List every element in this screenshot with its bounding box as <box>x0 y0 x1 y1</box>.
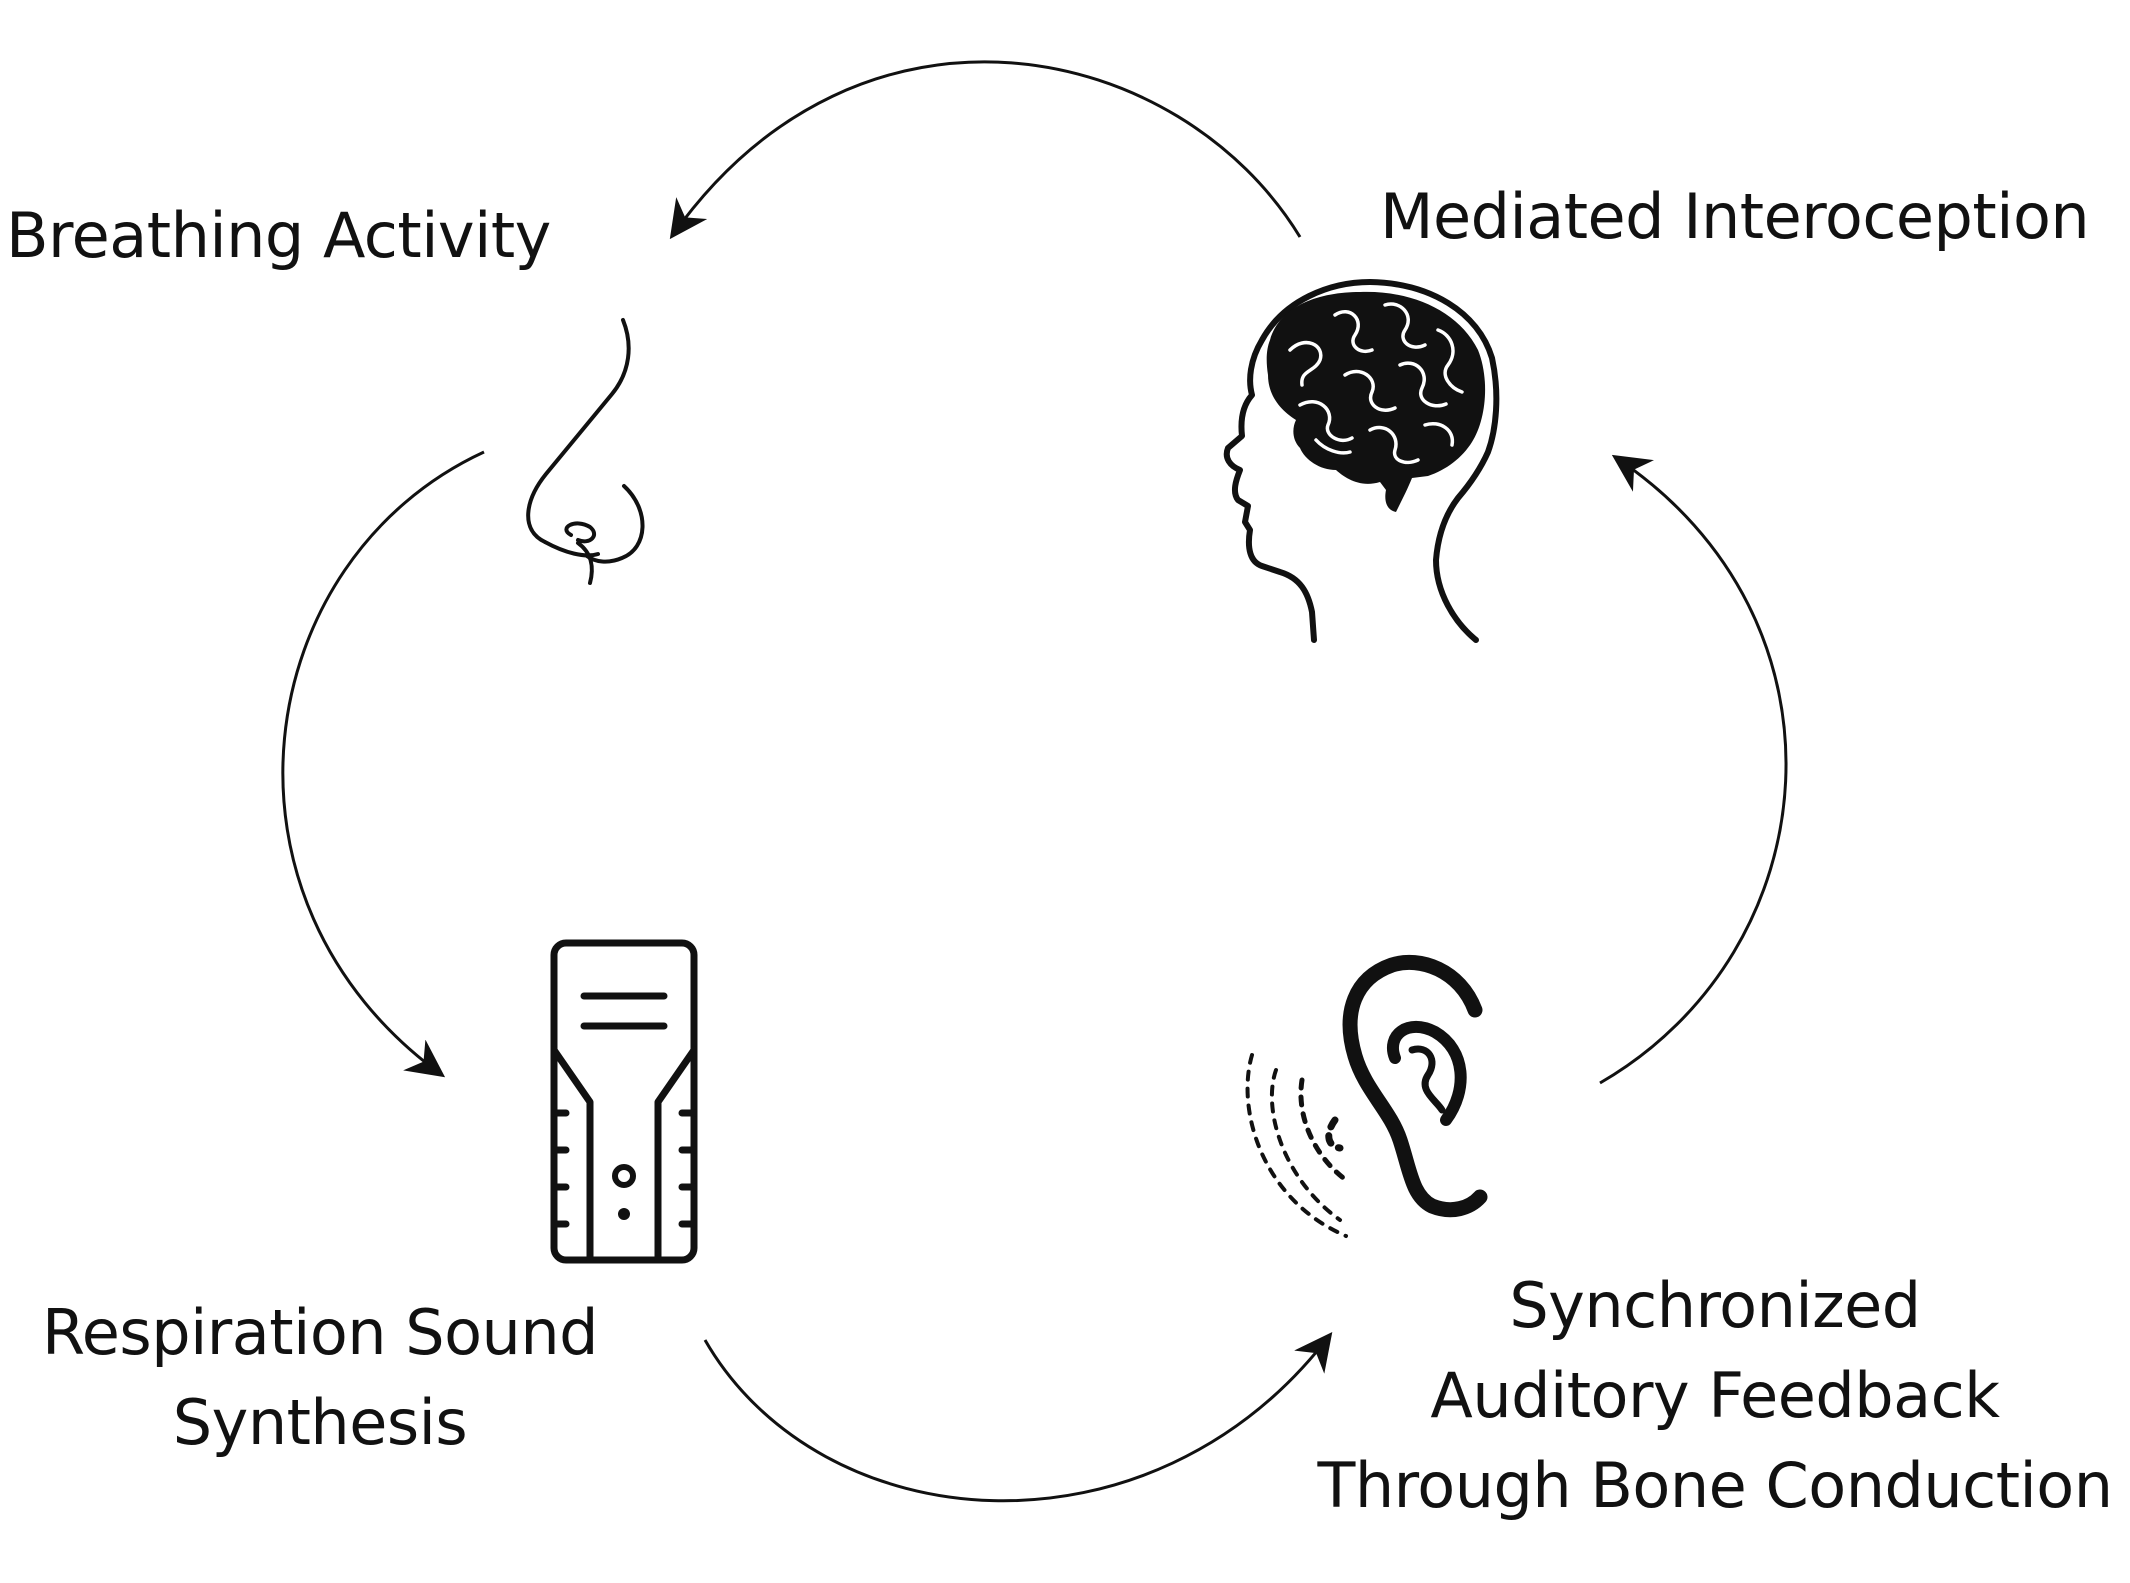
head-brain-icon <box>1223 279 1500 643</box>
label-synchronized-auditory-feedback: Synchronized Auditory Feedback Through B… <box>1300 1261 2130 1531</box>
arrow-breathing-to-respiration <box>281 450 485 1078</box>
computer-tower-icon <box>550 939 698 1264</box>
arrow-mediated-to-breathing <box>669 60 1302 240</box>
label-line: Synthesis <box>172 1386 468 1459</box>
label-respiration-sound-synthesis: Respiration Sound Synthesis <box>30 1288 610 1468</box>
label-mediated-interoception: Mediated Interoception <box>1380 180 2090 253</box>
ear-sound-icon <box>1245 954 1488 1238</box>
label-line: Auditory Feedback <box>1430 1359 2000 1432</box>
label-breathing-activity: Breathing Activity <box>6 199 551 272</box>
arrow-respiration-to-feedback <box>703 1331 1333 1503</box>
label-line: Respiration Sound <box>41 1296 599 1369</box>
label-line: Synchronized <box>1509 1269 1921 1342</box>
arrow-feedback-to-mediated <box>1599 454 1788 1085</box>
label-line: Through Bone Conduction <box>1317 1449 2113 1522</box>
nose-icon <box>526 318 645 585</box>
